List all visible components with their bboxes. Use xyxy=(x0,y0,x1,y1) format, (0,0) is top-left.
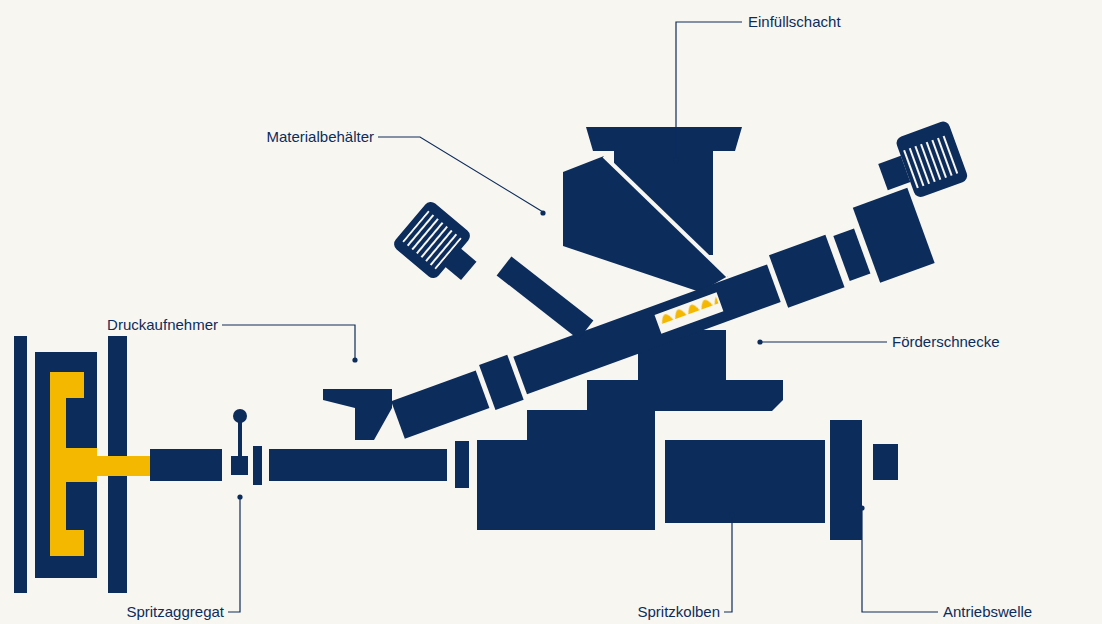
valve-stem xyxy=(238,420,242,456)
flange xyxy=(455,441,469,488)
feeder-base xyxy=(587,380,783,411)
drive-flange xyxy=(830,420,862,540)
valve-knob xyxy=(233,409,247,423)
valve xyxy=(231,456,248,475)
motor-housing xyxy=(895,120,970,199)
part-label: Spritzaggregat xyxy=(126,603,224,621)
leader-line xyxy=(760,341,887,342)
leader-dot xyxy=(673,157,678,162)
leader-line xyxy=(676,22,742,158)
nozzle xyxy=(150,449,222,481)
mould-cavity xyxy=(50,372,97,556)
coupling xyxy=(853,188,935,283)
leader-dots xyxy=(237,157,864,517)
leader-line xyxy=(862,509,938,612)
tube xyxy=(391,370,489,438)
leader-dot xyxy=(540,210,545,215)
barrel xyxy=(269,449,447,481)
part-label: Antriebswelle xyxy=(943,603,1032,621)
screw-conveyor xyxy=(383,188,935,454)
sprue xyxy=(97,456,152,476)
part-label: Einfüllschacht xyxy=(748,13,841,31)
cooling-fins xyxy=(901,135,960,189)
mould-plate xyxy=(14,336,27,593)
leader-line xyxy=(378,137,543,212)
cylinder-block xyxy=(477,410,655,530)
leader-line xyxy=(228,498,240,612)
container-gap xyxy=(604,156,728,276)
motor-housing xyxy=(391,199,472,281)
motor xyxy=(872,120,969,208)
hopper-top xyxy=(586,127,742,151)
mould-block xyxy=(35,352,97,578)
tube xyxy=(513,264,780,394)
part-label: Materialbehälter xyxy=(266,128,374,146)
material-container xyxy=(563,156,728,292)
leader-lines xyxy=(222,22,938,612)
leader-line xyxy=(724,516,732,612)
part-label: Druckaufnehmer xyxy=(107,316,218,334)
leader-dot xyxy=(859,505,864,510)
injection-unit xyxy=(150,389,898,540)
pressure-sensor xyxy=(323,389,392,440)
window-frame xyxy=(656,294,722,333)
part-label: Spritzkolben xyxy=(637,603,720,621)
leader-line xyxy=(222,325,355,358)
flange xyxy=(253,446,262,485)
leader-dot xyxy=(237,494,242,499)
leader-dot xyxy=(729,512,734,517)
link-bar xyxy=(497,257,594,340)
drive-shaft xyxy=(873,444,898,480)
screw-window xyxy=(656,294,722,333)
cooling-fins xyxy=(402,211,461,270)
piston xyxy=(665,440,825,523)
mould xyxy=(14,336,152,593)
motor xyxy=(391,199,488,294)
screw-housing xyxy=(769,235,845,308)
link-arm xyxy=(497,257,594,340)
leader-dot xyxy=(757,339,762,344)
leader-dot xyxy=(352,357,357,362)
part-label: Förderschnecke xyxy=(892,333,1000,351)
